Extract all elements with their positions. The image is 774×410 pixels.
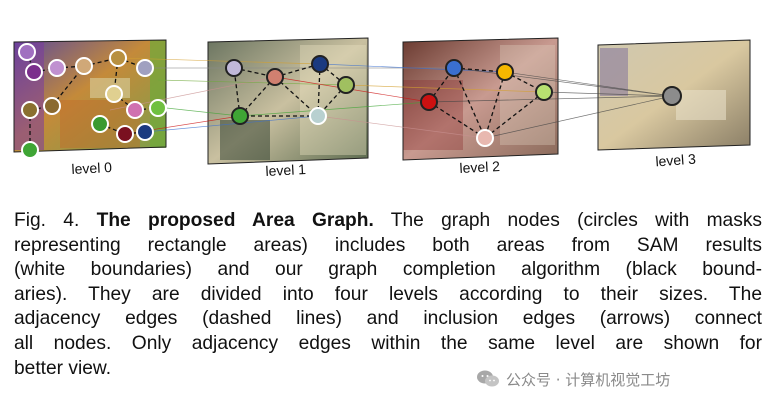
node [420,93,438,111]
node [136,59,154,77]
watermark: 公众号 · 计算机视觉工坊 [476,366,670,392]
caption-line: aries). They are divided into four level… [14,283,762,305]
node [21,101,39,119]
node [149,99,167,117]
node [231,107,249,125]
node [75,57,93,75]
level-1-image [207,37,369,165]
caption-line: adjacency edges (dashed lines) and inclu… [14,308,762,330]
node [116,125,134,143]
level-2-label: level 2 [459,158,500,176]
caption-line: better view. [14,357,112,379]
level-2-nodes [420,59,553,147]
node [126,101,144,119]
level-0-label: level 0 [71,159,112,177]
node [337,76,355,94]
node [21,141,39,159]
caption-line: all nodes. Only adjacency edges within t… [14,332,762,354]
node [48,59,66,77]
level-1-nodes [225,55,355,125]
inclusion-edges [109,57,673,139]
node [496,63,514,81]
node [662,86,682,106]
node [266,68,284,86]
caption-line: Fig. 4. The proposed Area Graph. The gra… [14,209,762,234]
node [535,83,553,101]
node [136,123,154,141]
figure-number: Fig. 4. [14,210,80,231]
level-3-nodes [662,86,682,106]
figure-caption: Fig. 4. The proposed Area Graph. The gra… [14,209,762,381]
node [25,63,43,81]
watermark-text: 公众号 · 计算机视觉工坊 [506,370,671,389]
node [43,97,61,115]
node [311,55,329,73]
area-graph-figure: level 0 level 1 level 2 level 3 [13,37,751,179]
node [225,59,243,77]
node [445,59,463,77]
node [91,115,109,133]
level-3-label: level 3 [655,151,697,170]
node [105,85,123,103]
node [476,129,494,147]
node [309,107,327,125]
caption-text: The graph nodes (circles with masks [373,210,763,231]
caption-line: (white boundaries) and our graph complet… [14,259,762,281]
figure-title: The proposed Area Graph. [96,210,374,231]
level-0-nodes [18,43,167,159]
level-1-label: level 1 [265,161,306,179]
node [18,43,36,61]
caption-line: representing rectangle areas) includes b… [14,234,762,256]
wechat-icon [477,370,499,387]
node [109,49,127,67]
